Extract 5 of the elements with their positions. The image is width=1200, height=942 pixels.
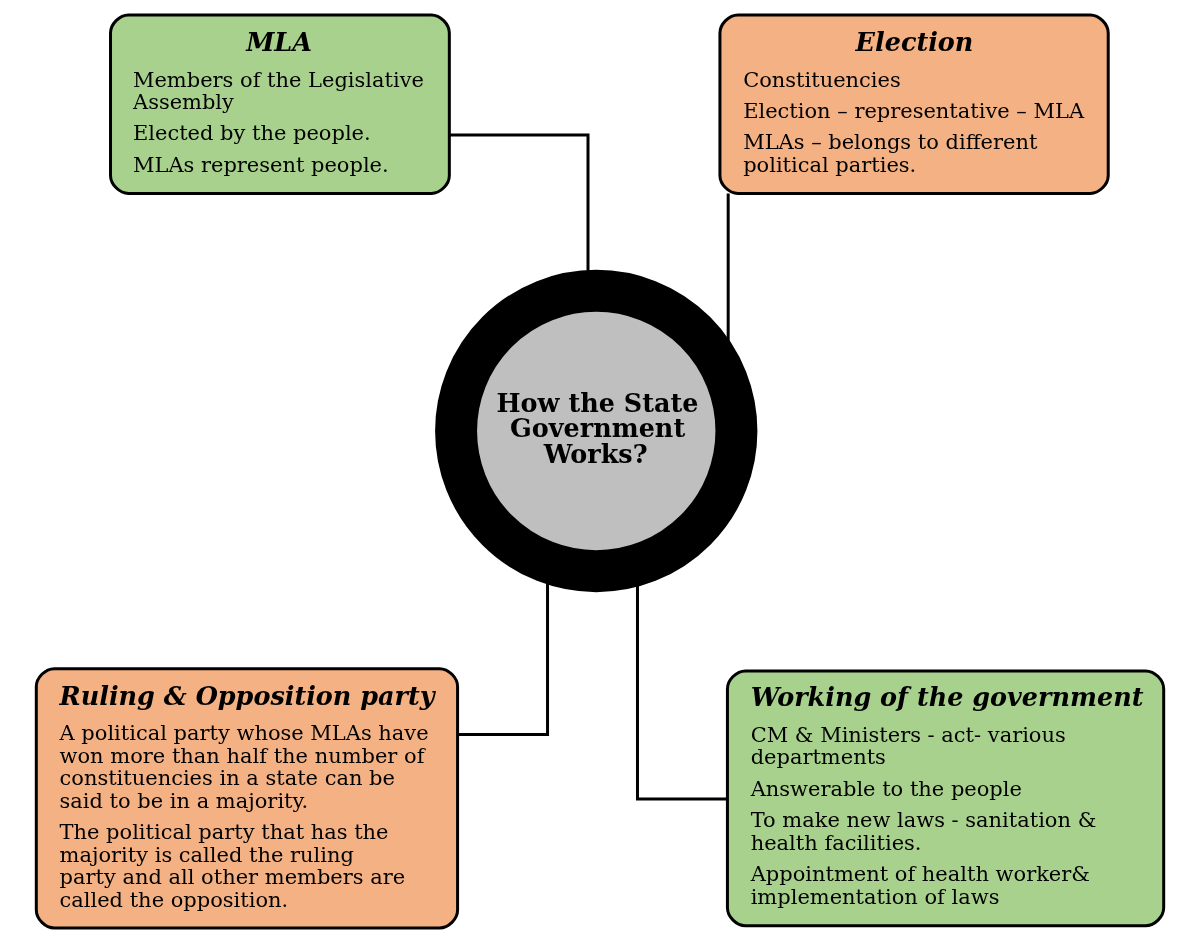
node-box: Ruling & Opposition party A political party whose MLAs have won more than half the number of constituencies in a state can be said to be in a majority. The political party that has the majority is called the ruling party and all other members are called the opposition. — [34, 666, 460, 929]
node-box: MLA Members of the Legislative Assembly Elected by the people. MLAs represent people. — [109, 13, 451, 195]
node-box: Election Constituencies Election – representative – MLA MLAs – belongs to different political parties. — [718, 13, 1110, 195]
node-box: Working of the government CM & Ministers - act- various departments Answerable to the people To make new laws - sanitation & health facilities. Appointment of health worker& implementation of laws — [725, 668, 1166, 927]
node-circle: How the State Government Works? — [435, 269, 758, 592]
